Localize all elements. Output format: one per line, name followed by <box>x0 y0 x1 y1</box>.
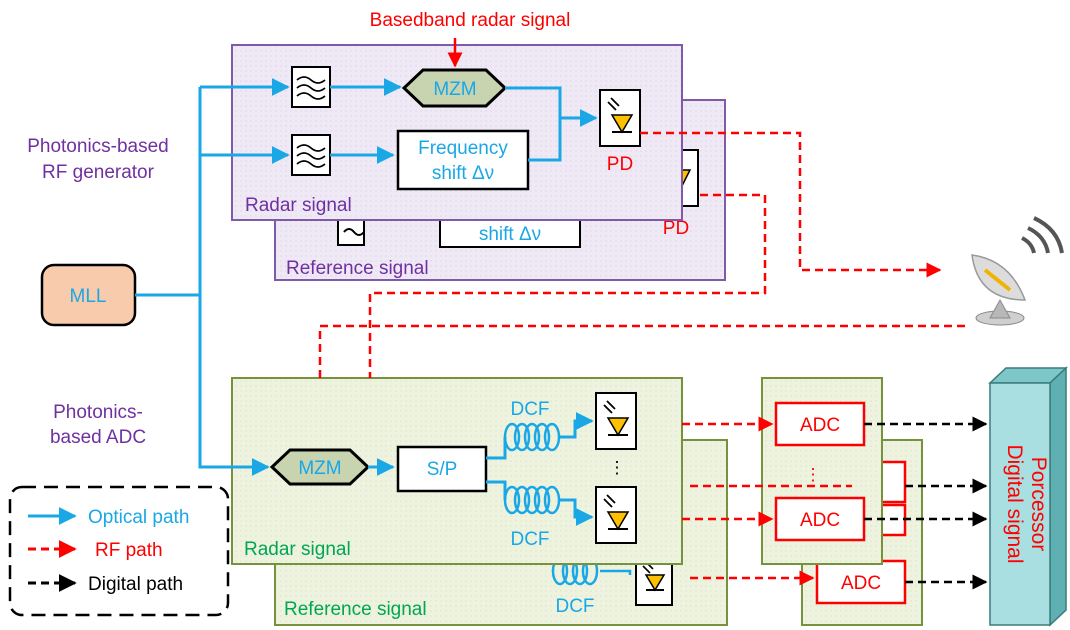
photodiode-icon <box>595 392 637 450</box>
dcf-label-bottom: DCF <box>510 529 549 550</box>
pd-label-back: PD <box>663 218 689 239</box>
dcf-label-back: DCF <box>555 596 594 617</box>
filter-icon-wave <box>343 228 365 236</box>
legend: Optical path RF path Digital path <box>8 485 230 617</box>
sp-label: S/P <box>427 459 458 480</box>
baseband-input-label: Basedband radar signal <box>370 10 571 31</box>
adc-label-back: ADC <box>841 573 881 594</box>
pd-label: PD <box>607 154 633 175</box>
adc-ellipsis: ⋮ <box>805 465 822 484</box>
mzm-modulator <box>401 68 508 108</box>
rf-reference-title: Reference signal <box>286 258 429 279</box>
rf-internal-optical-paths <box>330 78 598 164</box>
digital-paths <box>864 416 988 590</box>
mzm-label-adc: MZM <box>298 458 341 479</box>
freq-shift-line1: Frequency <box>418 138 508 159</box>
sp-box <box>396 445 488 493</box>
processor-label-line1: Digital signal <box>1003 444 1026 563</box>
photodiode-icon <box>599 89 641 147</box>
adc-internal-optical-paths <box>368 412 594 526</box>
optical-paths <box>135 78 290 476</box>
rf-paths <box>318 38 965 586</box>
adc-block-back <box>815 559 907 605</box>
dcf-label-top: DCF <box>510 399 549 420</box>
adc-label-line2: based ADC <box>50 427 146 448</box>
rf-generator-label-line1: Photonics-based <box>27 136 169 157</box>
legend-rf-label: RF path <box>95 540 163 561</box>
legend-optical-label: Optical path <box>88 507 189 528</box>
adc-label-line1: Photonics- <box>53 402 143 423</box>
mll-label: MLL <box>70 286 107 307</box>
rf-radar-title: Radar signal <box>245 195 352 216</box>
adc-label-top: ADC <box>800 415 840 436</box>
adc-radar-panel: MZM S/P DCF DCF ⋮ <box>231 377 683 565</box>
processor-label-line2: Porcessor <box>1027 457 1050 552</box>
freq-shift-line2: shift Δν <box>432 163 494 184</box>
mzm-label: MZM <box>433 79 476 100</box>
freq-shift-label-back: shift Δν <box>479 224 541 245</box>
filter-icon <box>291 66 331 108</box>
rf-generator-label-line2: RF generator <box>42 162 155 183</box>
rf-radar-panel: MZM Frequency shift Δν PD Radar signal <box>231 44 683 221</box>
fiber-coil-icon <box>503 422 561 452</box>
digital-signal-processor: Digital signal Porcessor <box>988 366 1068 627</box>
antenna-icon <box>971 216 1064 326</box>
filter-icon <box>291 134 331 176</box>
pd-ellipsis: ⋮ <box>609 458 626 477</box>
adc-reference-title: Reference signal <box>284 599 427 620</box>
photodiode-icon <box>595 486 637 544</box>
freq-shift-box <box>396 129 530 191</box>
adc-label-bottom: ADC <box>800 510 840 531</box>
mzm-modulator-adc <box>269 448 371 486</box>
adc-radar-title: Radar signal <box>244 539 351 560</box>
legend-digital-label: Digital path <box>88 574 183 595</box>
adc-bank-front: ADC ⋮ ADC <box>761 377 883 565</box>
adc-block-top <box>774 401 866 447</box>
